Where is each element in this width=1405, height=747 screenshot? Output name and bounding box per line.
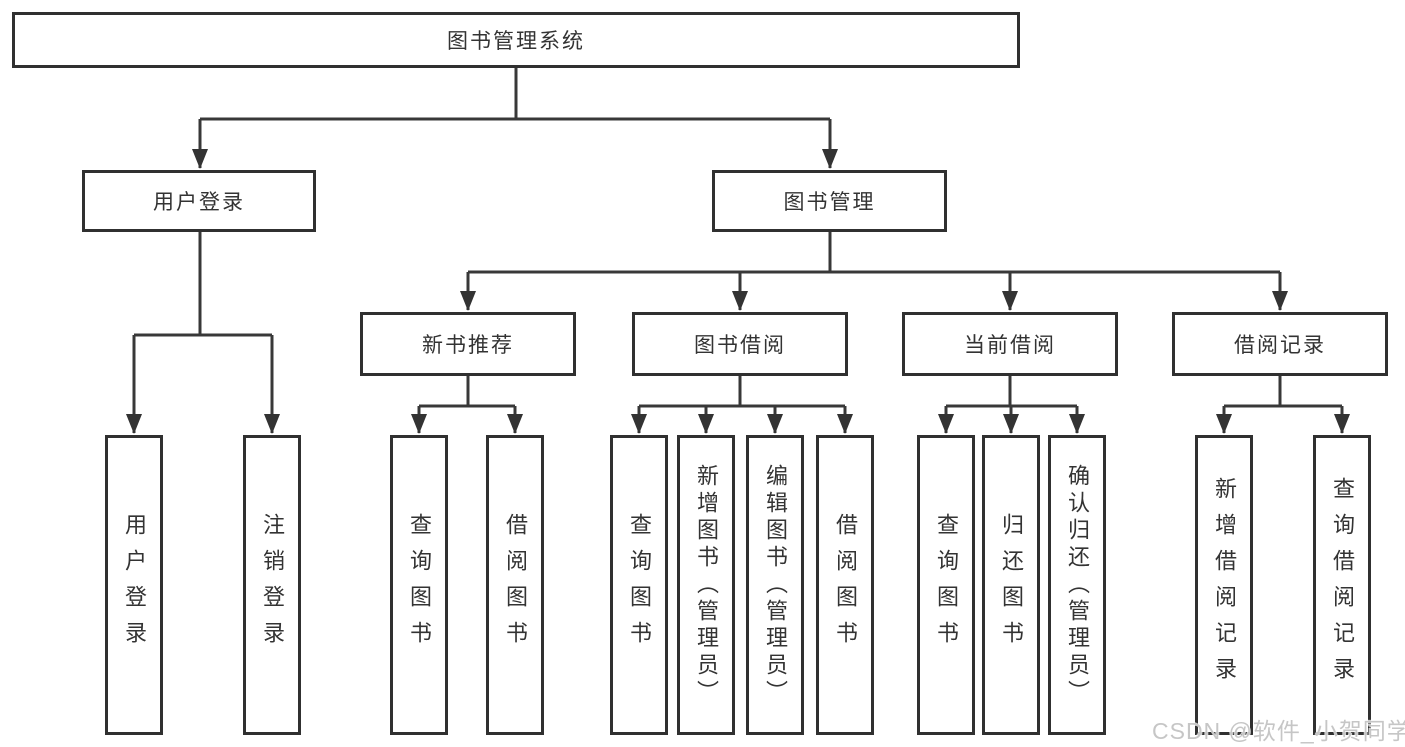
leaf-nb-borrow-book: 借阅图书	[486, 435, 544, 735]
leaf-br-add-record: 新增借阅记录	[1195, 435, 1253, 735]
node-user-login: 用户登录	[82, 170, 316, 232]
leaf-nb-query-book: 查询图书	[390, 435, 448, 735]
bus-records-to-leaves	[1224, 376, 1342, 408]
csdn-watermark: CSDN @软件_小贺同学	[1152, 718, 1405, 744]
node-current-borrow-label: 当前借阅	[964, 334, 1056, 357]
leaf-logout: 注销登录	[243, 435, 301, 735]
bus-borrow-to-leaves	[639, 376, 845, 408]
leaf-bb-query-book: 查询图书	[610, 435, 668, 735]
leaf-bb-borrow-book: 借阅图书	[816, 435, 874, 735]
leaf-cb-confirm-return-admin: 确认归还（管理员）	[1048, 435, 1106, 735]
leaf-user-login: 用户登录	[105, 435, 163, 735]
leaf-cb-query-book: 查询图书	[917, 435, 975, 735]
leaf-bb-add-book-admin: 新增图书（管理员）	[677, 435, 735, 735]
node-root-label: 图书管理系统	[447, 30, 585, 53]
bus-bookmgmt-to-level3	[468, 232, 1280, 274]
node-book-management-label: 图书管理	[783, 191, 876, 214]
bus-current-to-leaves	[946, 376, 1077, 408]
node-book-management: 图书管理	[712, 170, 947, 232]
leaf-cb-return-book: 归还图书	[982, 435, 1040, 735]
node-new-book-recommend: 新书推荐	[360, 312, 576, 376]
leaf-br-query-record: 查询借阅记录	[1313, 435, 1371, 735]
node-book-borrow: 图书借阅	[632, 312, 848, 376]
node-borrow-records: 借阅记录	[1172, 312, 1388, 376]
node-borrow-records-label: 借阅记录	[1234, 334, 1326, 357]
bus-root-to-level2	[200, 68, 830, 121]
node-new-book-recommend-label: 新书推荐	[422, 334, 514, 357]
bus-userlogin-to-leaves	[134, 232, 272, 337]
node-root: 图书管理系统	[12, 12, 1020, 68]
leaf-bb-edit-book-admin: 编辑图书（管理员）	[746, 435, 804, 735]
node-user-login-label: 用户登录	[153, 191, 245, 214]
bus-newbook-to-leaves	[419, 376, 515, 408]
node-current-borrow: 当前借阅	[902, 312, 1118, 376]
node-book-borrow-label: 图书借阅	[694, 334, 786, 357]
